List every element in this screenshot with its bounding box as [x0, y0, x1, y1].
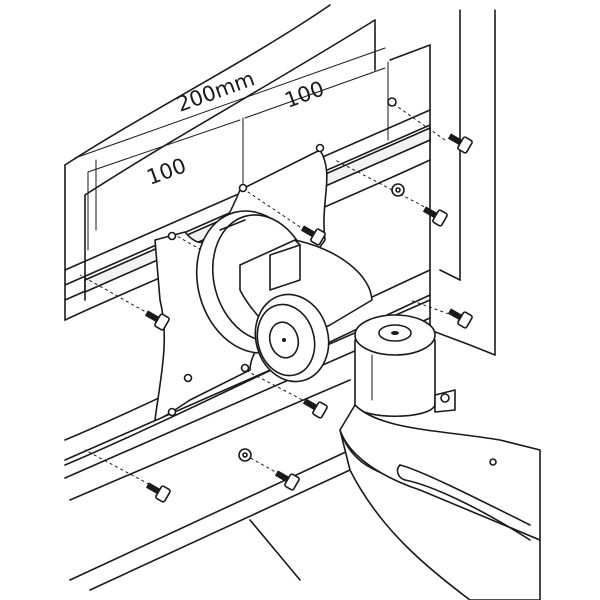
- screw-center-top: [300, 225, 326, 246]
- dimension-label-200mm: 200mm: [174, 66, 258, 116]
- panel-edge-frame: [389, 9, 496, 356]
- dimension-label-left-100: 100: [144, 153, 190, 189]
- screw-left-middle: [144, 310, 170, 331]
- arm-joint-cylinder: [354, 314, 436, 417]
- screw-center-lower: [302, 398, 328, 419]
- screw-bottom-center: [274, 470, 300, 491]
- screw-top-right: [447, 133, 473, 154]
- extension-arm: [339, 389, 541, 600]
- tension-knob: [254, 293, 330, 383]
- screw-right-middle: [447, 308, 473, 329]
- screw-upper-right: [422, 206, 448, 227]
- screw-bottom-left: [145, 482, 171, 503]
